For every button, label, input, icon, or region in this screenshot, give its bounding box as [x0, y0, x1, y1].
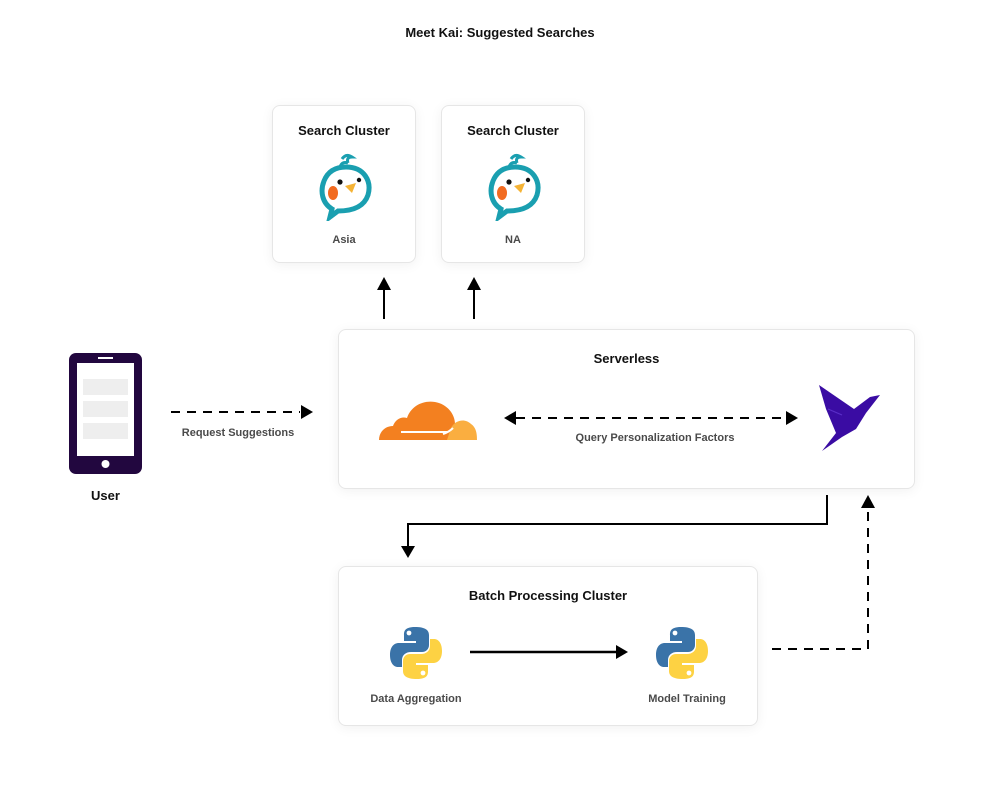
batch-title: Batch Processing Cluster: [468, 588, 628, 603]
serverless-card[interactable]: Serverless Query Personalization Factors: [338, 329, 915, 489]
search-cluster-na-card[interactable]: Search Cluster NA: [441, 105, 585, 263]
user-label: User: [91, 488, 120, 503]
arrowhead-up: [377, 277, 391, 290]
data-aggregation-label: Data Aggregation: [370, 693, 462, 705]
region-label-asia: Asia: [332, 234, 356, 246]
request-suggestions-label: Request Suggestions: [181, 427, 295, 439]
python-icon: [390, 627, 442, 679]
model-training-label: Model Training: [648, 693, 726, 705]
search-cluster-asia-card[interactable]: Search Cluster Asia: [272, 105, 416, 263]
batch-processing-card[interactable]: Batch Processing Cluster Data Aggregatio…: [338, 566, 758, 726]
diagram-title: Meet Kai: Suggested Searches: [405, 25, 595, 40]
arrow-serverless-to-batch: [407, 495, 828, 546]
cloudflare-icon: [379, 401, 477, 440]
search-cluster-title: Search Cluster: [298, 123, 390, 138]
arrow-batch-to-serverless: [772, 508, 869, 650]
arrowhead-up: [861, 495, 875, 508]
python-icon: [656, 627, 708, 679]
search-cluster-title: Search Cluster: [467, 123, 559, 138]
arrowhead-up: [467, 277, 481, 290]
query-personalization-label: Query Personalization Factors: [575, 432, 735, 444]
region-label-na: NA: [505, 234, 521, 246]
mobile-phone-icon: [69, 353, 142, 474]
arrowhead-down: [401, 546, 415, 558]
arrowhead-right: [301, 405, 313, 419]
kai-bird-icon: [319, 153, 372, 221]
fauna-bird-icon: [819, 385, 880, 451]
kai-bird-icon: [488, 153, 541, 221]
serverless-title: Serverless: [593, 351, 660, 366]
